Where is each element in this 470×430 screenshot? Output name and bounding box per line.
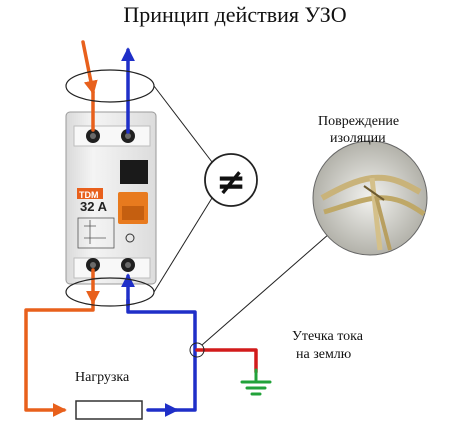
device-brand: TDM: [79, 190, 99, 200]
load-resistor: [75, 400, 143, 420]
rcd-device: [65, 111, 157, 285]
fault-point-circle: [189, 342, 205, 358]
ground-leak-label-line2: на землю: [296, 347, 352, 362]
wiring: [24, 40, 258, 417]
ground-leak-label: Утечка тока: [292, 329, 363, 344]
ground-icon: [240, 368, 272, 396]
insulation-damage-photo: [312, 140, 428, 256]
top-current-ellipse: [65, 69, 155, 103]
fault-leader-line: [201, 219, 346, 346]
leak-wire: [195, 348, 258, 374]
svg-text:≠: ≠: [216, 162, 246, 203]
not-equal-icon: ≠: [204, 153, 258, 207]
phase-input-wire: [81, 40, 98, 95]
insulation-damage-label-line2: изоляции: [330, 131, 386, 146]
diagram-title: Принцип действия УЗО: [123, 2, 347, 27]
insulation-damage-label: Повреждение: [318, 114, 400, 129]
device-rating: 32 A: [80, 199, 107, 214]
load-label: Нагрузка: [75, 370, 130, 385]
brand-badge: [77, 188, 103, 199]
comparison-lines: [153, 85, 213, 293]
